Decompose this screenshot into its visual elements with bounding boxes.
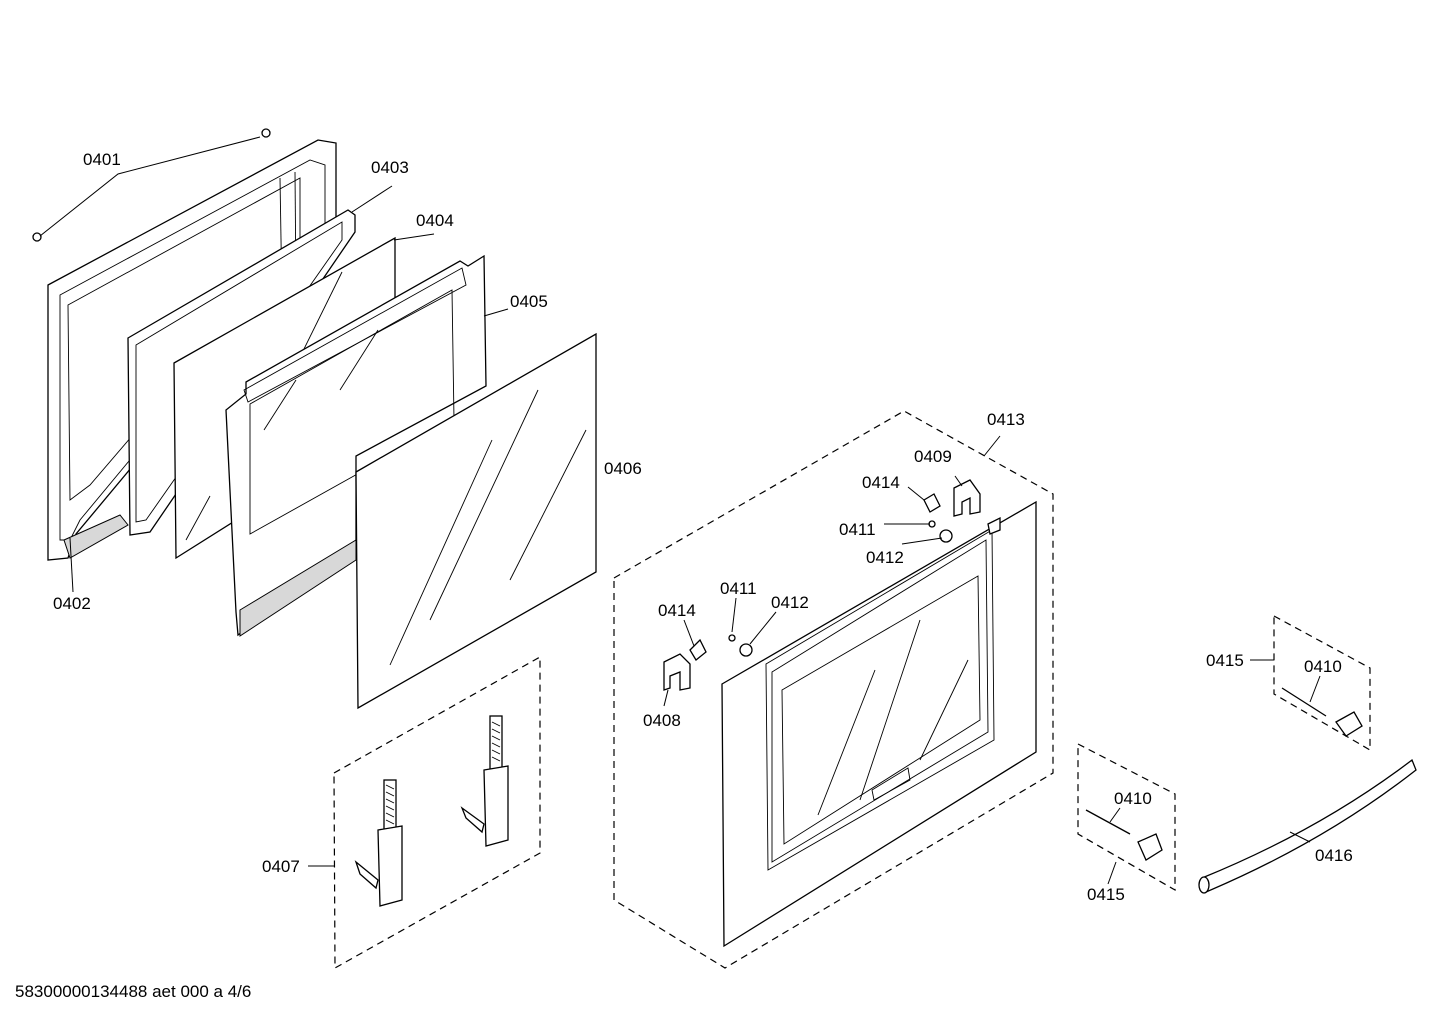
label-0403: 0403 bbox=[371, 158, 409, 177]
part-front-glass bbox=[355, 332, 597, 710]
label-0411-upper: 0411 bbox=[839, 520, 876, 539]
clip-icon bbox=[689, 638, 707, 661]
label-0406: 0406 bbox=[604, 459, 642, 478]
nut-icon bbox=[728, 634, 736, 642]
label-0412-left: 0412 bbox=[771, 593, 809, 612]
label-0412-upper: 0412 bbox=[866, 548, 904, 567]
part-hinges-group bbox=[333, 655, 541, 970]
document-id: 58300000134488 aet 000 a 4/6 bbox=[15, 982, 251, 1001]
washer-icon bbox=[739, 643, 753, 657]
label-0402: 0402 bbox=[53, 594, 91, 613]
door-panel bbox=[721, 500, 1037, 948]
clip-icon bbox=[923, 493, 941, 513]
bracket-icon bbox=[953, 479, 981, 517]
washer-icon bbox=[939, 529, 953, 543]
label-0410-left: 0410 bbox=[1114, 789, 1152, 808]
hinge-icon bbox=[460, 715, 509, 847]
label-0415-left: 0415 bbox=[1087, 885, 1125, 904]
part-handle-mount-right bbox=[1273, 614, 1371, 752]
part-handle-bar bbox=[1198, 758, 1417, 894]
screw-icon bbox=[32, 128, 271, 242]
label-0416: 0416 bbox=[1315, 846, 1353, 865]
bracket-icon bbox=[663, 653, 691, 691]
label-0401: 0401 bbox=[83, 150, 121, 169]
part-handle-mount-left bbox=[1077, 743, 1176, 892]
part-door-panel-group bbox=[613, 410, 1054, 969]
label-0408: 0408 bbox=[643, 711, 681, 730]
label-0407: 0407 bbox=[262, 857, 300, 876]
part-intermediate-frame bbox=[225, 254, 487, 637]
label-0415-right: 0415 bbox=[1206, 651, 1244, 670]
leader-lines bbox=[39, 136, 1321, 885]
label-0414-left: 0414 bbox=[658, 601, 696, 620]
label-0410-right: 0410 bbox=[1304, 657, 1342, 676]
label-0414-upper: 0414 bbox=[862, 473, 900, 492]
label-0405: 0405 bbox=[510, 292, 548, 311]
label-0404: 0404 bbox=[416, 211, 454, 230]
part-labels: 0401 0402 0403 0404 0405 0406 0407 0408 … bbox=[53, 150, 1353, 904]
label-0409: 0409 bbox=[914, 447, 952, 466]
hinge-icon bbox=[354, 779, 403, 907]
label-0413: 0413 bbox=[987, 410, 1025, 429]
label-0411-left: 0411 bbox=[720, 579, 757, 598]
